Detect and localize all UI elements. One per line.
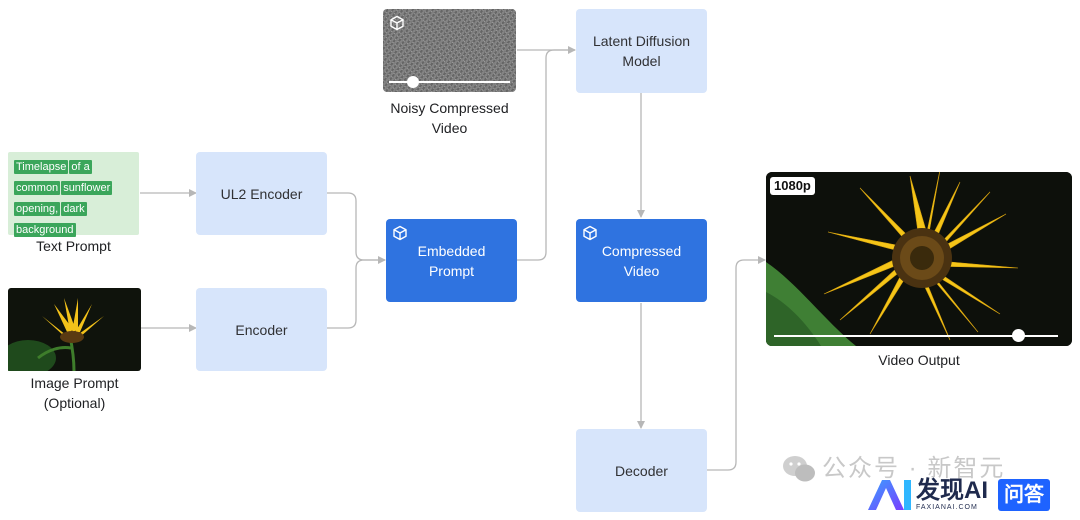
noisy-video-scrubber-handle[interactable] (407, 76, 420, 88)
prompt-token: dark (61, 202, 87, 216)
noisy-video-caption-line1: Noisy Compressed (390, 100, 509, 116)
video-output-scrubber-track[interactable] (774, 335, 1058, 337)
encoder-node: Encoder (196, 288, 327, 371)
arrow-decoder-to-output (707, 256, 766, 471)
resolution-badge: 1080p (770, 177, 815, 195)
embedded-prompt-label: Embedded Prompt (418, 241, 486, 281)
arrow-ul2-to-embedded (327, 192, 386, 264)
noisy-video-caption-line2: Video (431, 120, 468, 136)
video-output-player: 1080p (766, 172, 1072, 346)
faxianai-logo-subtext: FAXIANAI.COM (916, 504, 978, 511)
embedded-prompt-line1: Embedded (417, 242, 486, 259)
prompt-token: background (14, 223, 76, 237)
latent-diffusion-label: Latent Diffusion Model (593, 31, 690, 71)
faxianai-logo-text: 发现AI (916, 477, 988, 504)
video-output-caption: Video Output (878, 352, 960, 368)
ul2-encoder-node: UL2 Encoder (196, 152, 327, 235)
ul2-encoder-label: UL2 Encoder (220, 185, 303, 202)
decoder-label: Decoder (615, 462, 668, 479)
qa-badge: 问答 (998, 479, 1050, 511)
cube-icon (390, 15, 404, 31)
ai-logo-icon (868, 480, 911, 510)
video-output-scrubber-handle[interactable] (1012, 329, 1026, 342)
wechat-icon (783, 456, 815, 482)
prompt-token: common (14, 181, 61, 195)
prompt-token: sunflower (61, 181, 113, 195)
encoder-label: Encoder (235, 321, 288, 338)
text-prompt-caption: Text Prompt (36, 238, 111, 254)
embedded-prompt-node: Embedded Prompt (386, 219, 517, 302)
image-prompt-caption-line1: Image Prompt (30, 375, 119, 391)
latent-diffusion-line1: Latent Diffusion (592, 33, 691, 49)
noisy-video-scrubber-track[interactable] (389, 81, 510, 83)
noisy-video-caption: Noisy Compressed Video (368, 98, 531, 138)
decoder-node: Decoder (576, 429, 707, 512)
faxianai-logo: 发现AI FAXIANAI.COM 问答 (866, 478, 1050, 512)
wechat-watermark-text: 公众号 · 新智元 (822, 455, 1006, 482)
image-prompt-caption-line2: (Optional) (43, 395, 106, 411)
prompt-token: of a (69, 160, 92, 174)
cube-icon (583, 225, 597, 241)
noisy-video-thumbnail (383, 9, 516, 92)
image-prompt-sunflower-thumbnail (8, 288, 141, 371)
arrow-embedded-to-ldm (517, 46, 576, 261)
latent-diffusion-model-node: Latent Diffusion Model (576, 9, 707, 93)
sunflower-video-frame (766, 172, 1072, 346)
wechat-watermark: 公众号 · 新智元 (782, 455, 1005, 483)
embedded-prompt-line2: Prompt (428, 262, 475, 279)
cube-icon (393, 225, 407, 241)
compressed-video-label: Compressed Video (602, 241, 681, 281)
arrow-encoder-to-embedded (327, 259, 385, 329)
compressed-video-line1: Compressed (601, 242, 682, 259)
prompt-token: opening, (14, 202, 61, 216)
compressed-video-node: Compressed Video (576, 219, 707, 302)
image-prompt-caption: Image Prompt (Optional) (8, 373, 141, 413)
compressed-video-line2: Video (623, 262, 660, 279)
latent-diffusion-line2: Model (622, 53, 661, 69)
prompt-token: Timelapse (14, 160, 69, 174)
